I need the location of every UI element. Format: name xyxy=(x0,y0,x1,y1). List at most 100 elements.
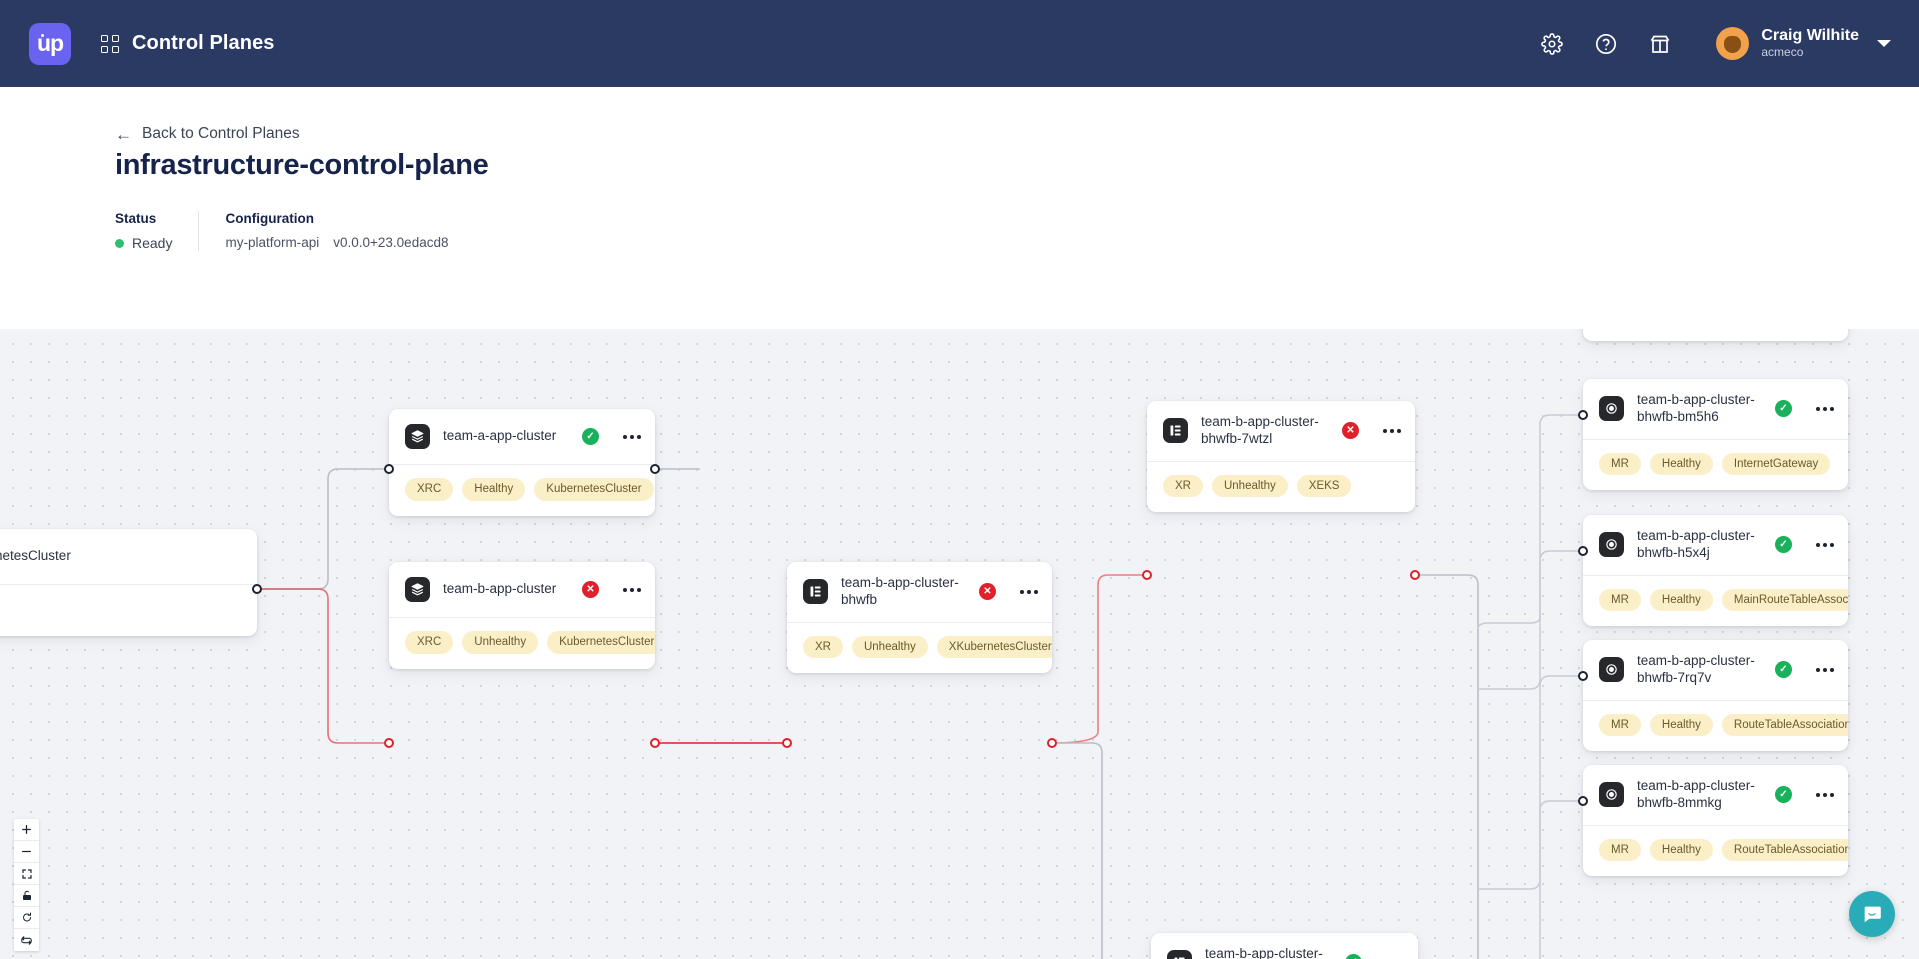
node-title: team-b-app-cluster-bhwfb-h5x4j xyxy=(1637,528,1755,560)
node-header: team-b-app-cluster-bhwfb-8mmkg ✓ xyxy=(1583,765,1848,825)
graph-node-partial-top[interactable] xyxy=(1583,329,1848,341)
node-handle-target[interactable] xyxy=(1578,410,1588,420)
node-tag: Healthy xyxy=(1649,588,1713,612)
node-header: team-b-app-cluster-bhwfb ✕ xyxy=(787,562,1052,622)
status-badge-unhealthy: ✕ xyxy=(979,583,996,601)
node-header: team-b-app-cluster-bhwfb-h5x4j ✓ xyxy=(1583,515,1848,575)
node-handle-source[interactable] xyxy=(252,584,262,594)
configuration-version: v0.0.0+23.0edacd8 xyxy=(333,235,449,250)
node-header: team-a-app-cluster ✓ xyxy=(389,409,655,464)
graph-node-team-b-app-cluster-bhwfb[interactable]: team-b-app-cluster-bhwfb ✕ XR Unhealthy … xyxy=(787,562,1052,674)
node-handle-source[interactable] xyxy=(1047,738,1057,748)
lock-icon[interactable] xyxy=(14,885,39,907)
graph-node-kubernetescluster[interactable]: KubernetesCluster API xyxy=(0,529,257,636)
node-title: team-b-app-cluster xyxy=(443,581,557,597)
node-tag: KubernetesCluster xyxy=(547,631,655,654)
target-icon xyxy=(1599,657,1624,683)
page-header: ← Back to Control Planes infrastructure-… xyxy=(0,87,1919,401)
node-divider xyxy=(1583,824,1848,826)
node-handle-target[interactable] xyxy=(1578,796,1588,806)
node-handle-target[interactable] xyxy=(782,738,792,748)
configuration-label: Configuration xyxy=(225,211,314,226)
graph-node-team-b-app-cluster-bhwfb-8mmkg[interactable]: team-b-app-cluster-bhwfb-8mmkg ✓ MR Heal… xyxy=(1583,765,1848,877)
graph-node-team-b-app-cluster[interactable]: team-b-app-cluster ✕ XRC Unhealthy Kuber… xyxy=(389,562,655,669)
node-tags: MR Healthy RouteTableAssociation xyxy=(1583,701,1848,752)
fit-view-button[interactable] xyxy=(14,863,39,885)
nav-title: Control Planes xyxy=(132,32,275,54)
configuration-block: Configuration my-platform-api v0.0.0+23.… xyxy=(225,211,448,251)
grid-icon xyxy=(101,34,119,53)
zoom-out-button[interactable] xyxy=(14,841,39,863)
layers-icon xyxy=(405,577,430,602)
node-tag: XR xyxy=(803,635,843,659)
graph-node-team-b-app-cluster-bhwfb-7rq7v[interactable]: team-b-app-cluster-bhwfb-7rq7v ✓ MR Heal… xyxy=(1583,640,1848,752)
node-divider xyxy=(389,617,655,618)
sync-icon[interactable] xyxy=(14,929,39,951)
node-header: KubernetesCluster xyxy=(0,529,257,584)
node-menu-button[interactable] xyxy=(623,587,641,592)
node-handle-target[interactable] xyxy=(384,738,394,748)
node-handle-target[interactable] xyxy=(1578,671,1588,681)
node-menu-button[interactable] xyxy=(1816,542,1834,547)
list-icon xyxy=(1163,418,1188,444)
node-tag: Unhealthy xyxy=(462,631,539,654)
node-header: team-b-app-cluster-bhwfb-cn8jc ✓ xyxy=(1151,933,1418,959)
node-handle-source[interactable] xyxy=(650,464,660,474)
node-menu-button[interactable] xyxy=(1816,667,1834,672)
node-handle-target[interactable] xyxy=(1142,570,1152,580)
node-tag: MR xyxy=(1599,588,1641,612)
node-tags: XR Unhealthy XKubernetesCluster xyxy=(787,623,1052,674)
target-icon xyxy=(1599,396,1624,422)
logo-dot xyxy=(41,33,44,37)
marketplace-icon[interactable] xyxy=(1646,30,1674,58)
node-menu-button[interactable] xyxy=(1816,792,1834,797)
graph-node-team-b-app-cluster-bhwfb-h5x4j[interactable]: team-b-app-cluster-bhwfb-h5x4j ✓ MR Heal… xyxy=(1583,515,1848,627)
status-badge-healthy: ✓ xyxy=(1775,786,1792,804)
node-menu-button[interactable] xyxy=(1383,428,1401,433)
node-tag: MR xyxy=(1599,452,1641,476)
nav-control-planes[interactable]: Control Planes xyxy=(101,32,275,55)
node-tag: Healthy xyxy=(1649,838,1713,862)
user-org: acmeco xyxy=(1761,44,1804,59)
node-divider xyxy=(389,464,655,465)
graph-node-team-b-app-cluster-bhwfb-7wtzl[interactable]: team-b-app-cluster-bhwfb-7wtzl ✕ XR Unhe… xyxy=(1147,401,1415,513)
chevron-down-icon[interactable] xyxy=(1877,40,1891,47)
help-icon[interactable] xyxy=(1592,30,1620,58)
node-title: team-b-app-cluster-bhwfb-cn8jc xyxy=(1205,946,1323,959)
user-name: Craig Wilhite xyxy=(1761,27,1859,45)
node-header: team-b-app-cluster-bhwfb-bm5h6 ✓ xyxy=(1583,379,1848,439)
node-tag: Unhealthy xyxy=(851,635,928,659)
node-handle-target[interactable] xyxy=(1578,546,1588,556)
graph-node-team-b-app-cluster-bhwfb-bm5h6[interactable]: team-b-app-cluster-bhwfb-bm5h6 ✓ MR Heal… xyxy=(1583,379,1848,491)
status-value: Ready xyxy=(132,235,173,251)
chat-button[interactable] xyxy=(1849,891,1895,937)
node-handle-source[interactable] xyxy=(650,738,660,748)
node-menu-button[interactable] xyxy=(623,434,641,439)
node-divider xyxy=(787,621,1052,623)
zoom-in-button[interactable] xyxy=(14,819,39,841)
upbound-logo[interactable]: up xyxy=(29,22,71,65)
user-menu[interactable]: Craig Wilhite acmeco xyxy=(1716,27,1891,60)
reset-icon[interactable] xyxy=(14,907,39,929)
node-title: team-a-app-cluster xyxy=(443,428,557,444)
node-title: team-b-app-cluster-bhwfb-7rq7v xyxy=(1637,653,1755,685)
status-badge: Ready xyxy=(115,235,172,251)
configuration-value: my-platform-api v0.0.0+23.0edacd8 xyxy=(225,235,448,250)
node-menu-button[interactable] xyxy=(1020,589,1038,594)
node-title: team-b-app-cluster-bhwfb-8mmkg xyxy=(1637,778,1755,810)
node-header: team-b-app-cluster-bhwfb-7wtzl ✕ xyxy=(1147,401,1415,461)
back-to-control-planes-link[interactable]: ← Back to Control Planes xyxy=(115,125,300,143)
node-tag: XRC xyxy=(405,478,454,501)
status-badge-healthy: ✓ xyxy=(1345,954,1362,959)
node-handle-source[interactable] xyxy=(1410,570,1420,580)
node-menu-button[interactable] xyxy=(1816,406,1834,411)
node-tag: Healthy xyxy=(1649,452,1713,476)
topbar-actions: Craig Wilhite acmeco xyxy=(1538,27,1891,60)
gear-icon[interactable] xyxy=(1538,30,1566,58)
node-header: team-b-app-cluster ✕ xyxy=(389,562,655,617)
graph-node-team-a-app-cluster[interactable]: team-a-app-cluster ✓ XRC Healthy Kuberne… xyxy=(389,409,655,516)
node-tags xyxy=(1583,329,1848,341)
node-handle-target[interactable] xyxy=(384,464,394,474)
resource-graph-canvas[interactable]: KubernetesCluster API team-a-app-cluster… xyxy=(0,329,1919,959)
graph-node-team-b-app-cluster-bhwfb-cn8jc[interactable]: team-b-app-cluster-bhwfb-cn8jc ✓ XR Heal… xyxy=(1151,933,1418,959)
